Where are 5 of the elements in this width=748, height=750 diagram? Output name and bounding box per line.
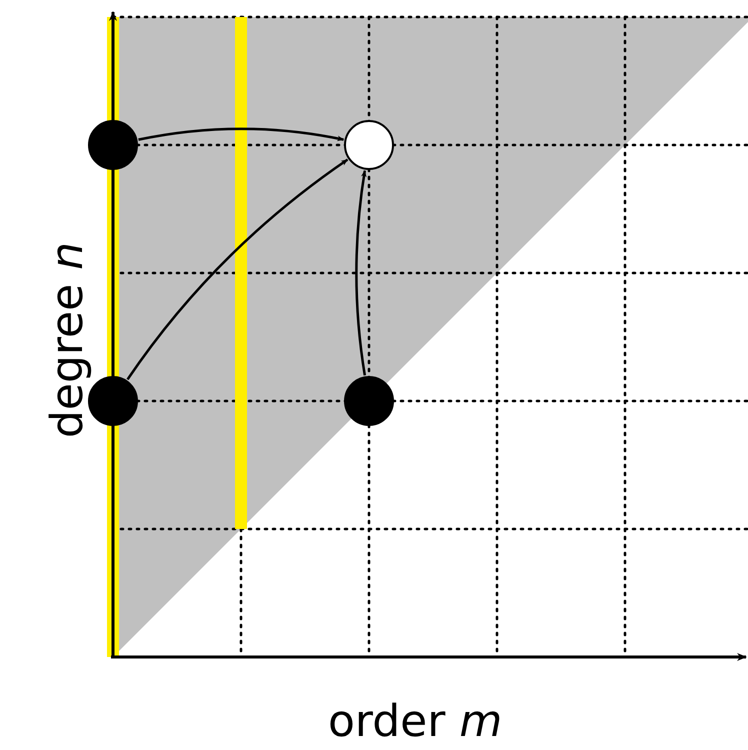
arrow	[126, 158, 348, 380]
axis-label: degree n	[46, 242, 90, 438]
axis-label: order m	[328, 700, 502, 744]
arrow	[355, 170, 367, 376]
arrow	[138, 128, 344, 142]
